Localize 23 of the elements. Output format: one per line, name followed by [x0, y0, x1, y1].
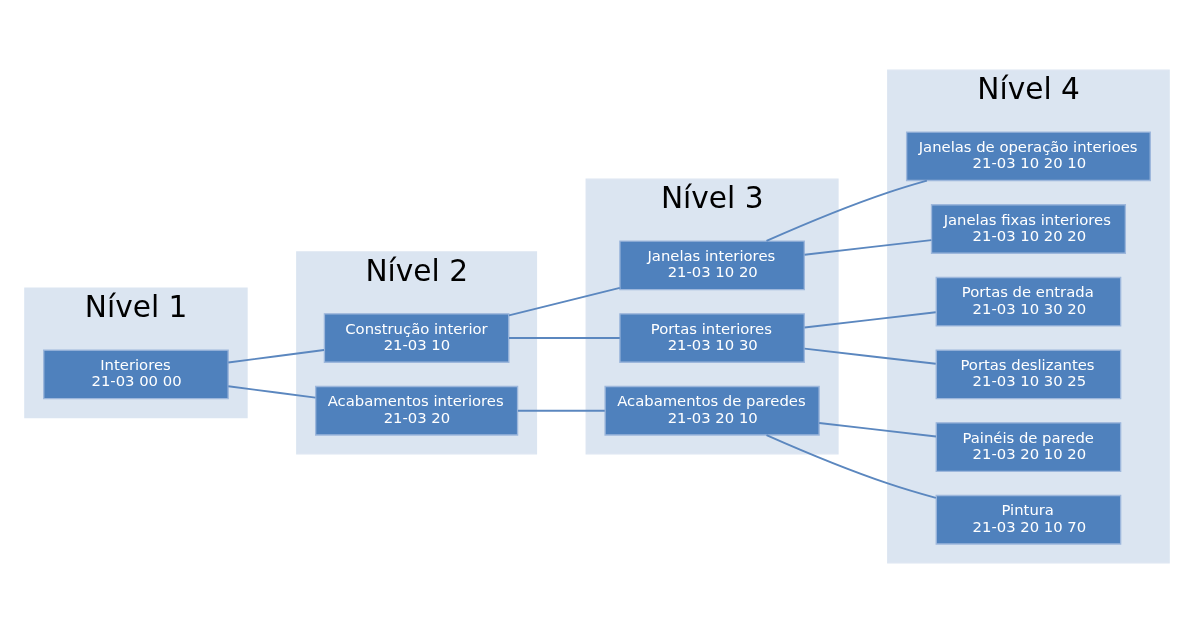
node-box: Acabamentos de paredes 21-03 20 10 [604, 385, 820, 436]
connector [818, 422, 937, 438]
connector [508, 287, 621, 317]
node-box: Pintura 21-03 20 10 70 [935, 494, 1122, 545]
connector [765, 434, 937, 499]
node-box: Construção interior 21-03 10 [323, 313, 510, 363]
connector [516, 409, 606, 412]
connector [803, 239, 933, 256]
connector [508, 337, 621, 339]
connector [803, 311, 937, 329]
node-box: Painéis de parede 21-03 20 10 20 [935, 422, 1122, 472]
node-box: Portas de entrada 21-03 10 30 20 [935, 276, 1122, 327]
connector [803, 347, 937, 365]
node-box: Interiores 21-03 00 00 [43, 349, 229, 400]
node-box: Janelas de operação interioes 21-03 10 20 10 [905, 131, 1151, 182]
connector [227, 349, 325, 364]
node-box: Janelas fixas interiores 21-03 10 20 20 [930, 204, 1127, 254]
connector [765, 179, 928, 242]
connector [227, 385, 317, 399]
node-box: Portas deslizantes 21-03 10 30 25 [935, 349, 1122, 400]
node-box: Acabamentos interiores 21-03 20 [314, 385, 519, 436]
node-box: Janelas interiores 21-03 10 20 [619, 240, 805, 291]
node-box: Portas interiores 21-03 10 30 [619, 313, 805, 363]
